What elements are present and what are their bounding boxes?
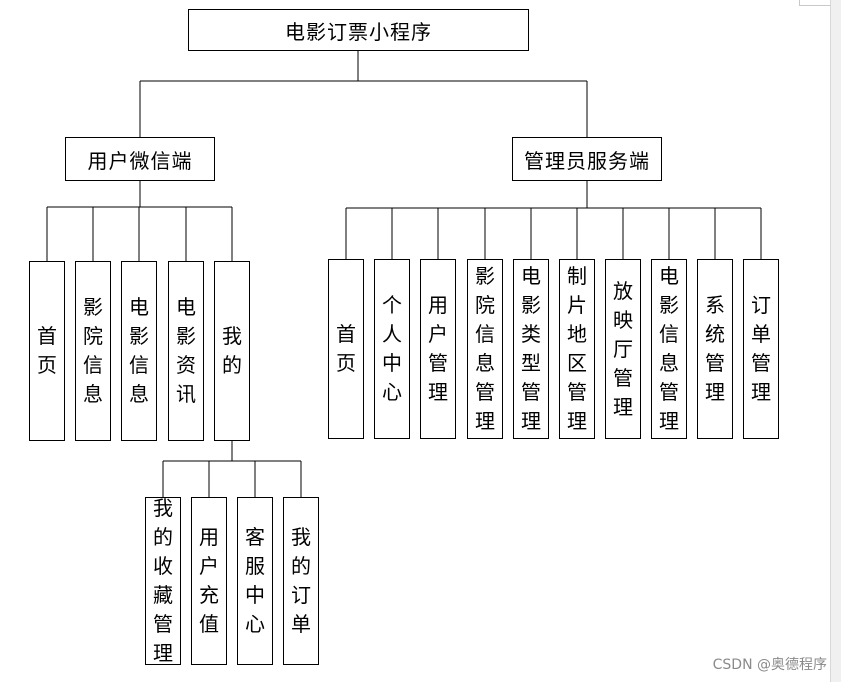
leaf-label: 系统管理: [705, 293, 725, 404]
leaf-label: 电影类型管理: [521, 264, 541, 433]
watermark: CSDN @奥德程序: [712, 657, 827, 673]
leaf-label: 放映厅管理: [613, 278, 633, 419]
leaf-label: 个人中心: [382, 293, 402, 404]
leaf-label: 我的收藏管理: [153, 496, 173, 665]
leaf-label: 电影资讯: [176, 295, 196, 406]
leaf-node: 制片地区管理: [559, 259, 595, 439]
sub-leaf-node: 我的收藏管理: [145, 496, 181, 665]
leaf-node: 首页: [29, 261, 65, 441]
leaf-node: 首页: [328, 259, 364, 439]
leaf-node-mine: 我的: [214, 261, 250, 441]
leaf-label: 电影信息: [129, 295, 149, 406]
leaf-node: 放映厅管理: [605, 259, 641, 439]
sub-leaf-node: 我的订单: [283, 497, 319, 665]
leaf-node: 用户管理: [420, 259, 456, 439]
root-node: 电影订票小程序: [188, 9, 529, 51]
window-scrollbar[interactable]: [830, 0, 841, 682]
leaf-label: 我的订单: [291, 525, 311, 636]
sub-leaf-node: 用户充值: [191, 497, 227, 665]
leaf-node: 电影信息: [121, 261, 157, 441]
branch-label: 用户微信端: [87, 148, 193, 173]
leaf-node: 电影类型管理: [513, 259, 549, 439]
branch-label: 管理员服务端: [524, 148, 650, 173]
leaf-node: 个人中心: [374, 259, 410, 439]
leaf-label: 用户管理: [428, 293, 448, 404]
leaf-label: 首页: [336, 322, 356, 375]
branch-node-admin-server: 管理员服务端: [512, 137, 662, 181]
leaf-node: 订单管理: [743, 259, 779, 439]
leaf-label: 客服中心: [245, 525, 265, 636]
leaf-label: 用户充值: [199, 525, 219, 636]
leaf-node: 电影信息管理: [651, 259, 687, 439]
leaf-node: 系统管理: [697, 259, 733, 439]
leaf-node: 电影资讯: [168, 261, 204, 441]
leaf-label: 影院信息: [83, 295, 103, 406]
leaf-label: 电影信息管理: [659, 264, 679, 433]
sub-leaf-node: 客服中心: [237, 497, 273, 665]
leaf-label: 影院信息管理: [475, 264, 495, 433]
branch-node-user-client: 用户微信端: [65, 137, 215, 181]
leaf-label: 首页: [37, 324, 57, 377]
leaf-label: 我的: [222, 324, 242, 377]
page-edge-marker: [799, 0, 833, 6]
leaf-node: 影院信息管理: [467, 259, 503, 439]
root-label: 电影订票小程序: [285, 19, 432, 44]
leaf-node: 影院信息: [75, 261, 111, 441]
leaf-label: 订单管理: [751, 293, 771, 404]
leaf-label: 制片地区管理: [567, 264, 587, 433]
